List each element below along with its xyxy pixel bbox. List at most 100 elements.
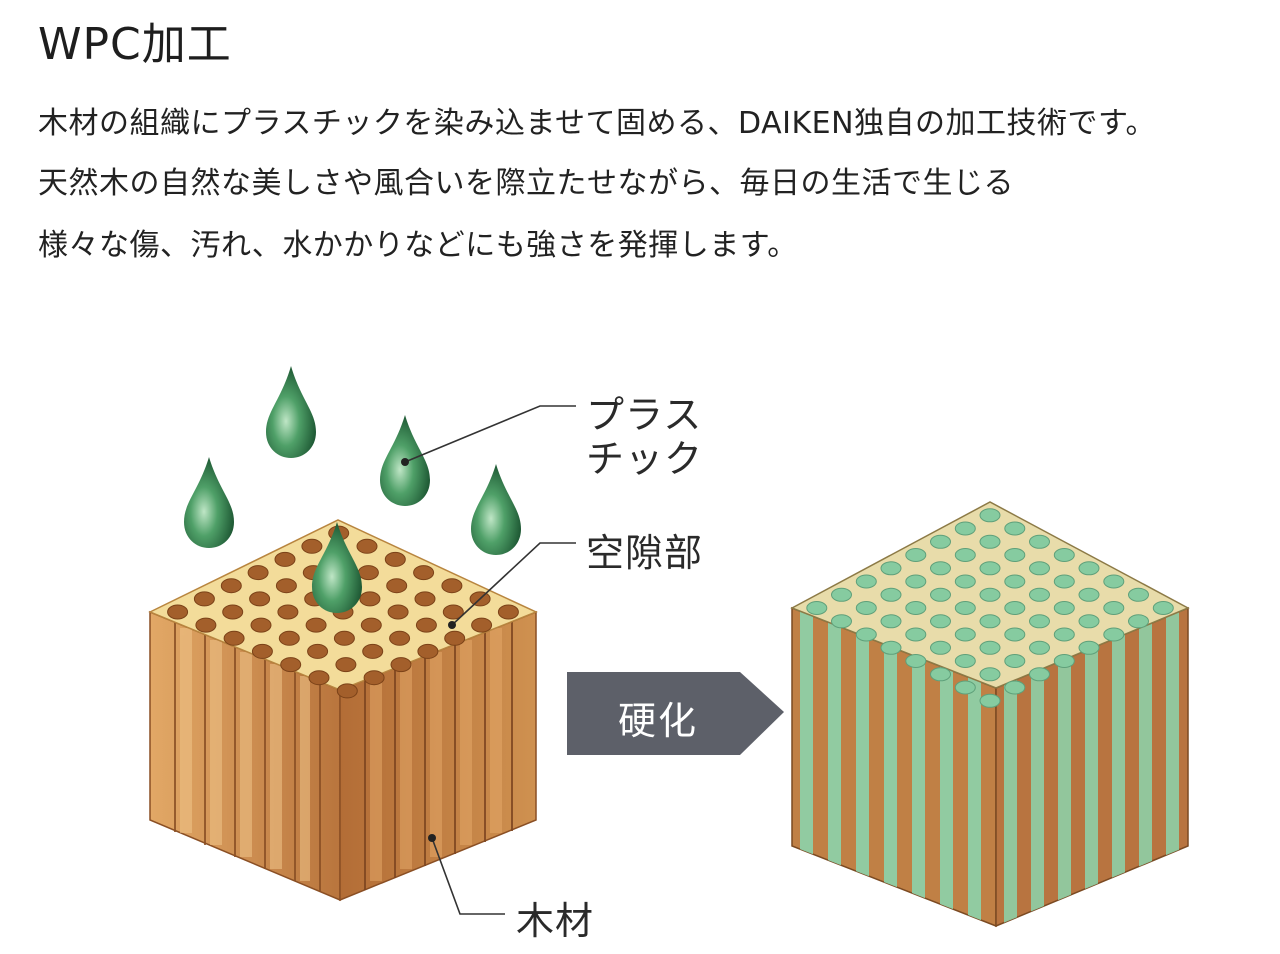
plastic-stripe [1139,623,1152,867]
void-hole [360,617,382,633]
plastic-dot [1004,548,1026,562]
plastic-dot [905,548,927,562]
plastic-dot [979,640,1001,655]
void-hole [301,538,323,554]
plastic-label-line2: チック [586,437,704,481]
plastic-dot [1004,574,1026,589]
void-hole [167,604,189,620]
plastic-stripe [828,622,841,866]
plastic-dot [979,614,1001,629]
void-hole [414,591,436,607]
plastic-dot [930,561,951,576]
plastic-dot [979,587,1001,602]
plastic-stripe [1166,611,1179,856]
wpc-block [790,501,1190,928]
void-hole [277,604,299,620]
void-hole [359,591,381,607]
wood-leader-line [431,837,505,915]
plastic-stripe [1058,656,1071,901]
plastic-stripe [884,644,897,888]
plastic-stripe [1031,668,1044,912]
plastic-dot [880,587,902,602]
wood-label: 木材 [516,899,595,943]
void-hole [195,617,217,633]
plastic-dot [1029,667,1050,682]
plastic-dot [930,534,951,549]
void-hole [362,643,384,659]
description-line-2: 天然木の自然な美しさや風合いを際立たせながら、毎日の生活で生じる [38,166,1014,201]
plastic-stripe [968,677,981,921]
void-hole [413,565,435,581]
plastic-dot [1103,627,1125,642]
plastic-dot [905,654,927,668]
plastic-dot [1053,654,1075,668]
plastic-dot [954,548,976,562]
plastic-dot [1004,654,1026,668]
plastic-label-line1: プラス [586,393,703,437]
plastic-dot [1004,521,1026,536]
plastic-dot [1053,627,1075,642]
plastic-dot [1029,640,1050,655]
void-hole [356,538,378,554]
void-hole [390,657,412,673]
plastic-dot [1078,587,1100,602]
plastic-leader-line [404,405,576,463]
plastic-stripe [1085,645,1098,889]
plastic-dot [979,667,1001,682]
void-hole [247,565,269,581]
plastic-dot [930,587,951,602]
plastic-dot [979,534,1001,549]
plastic-dot [1004,601,1026,615]
plastic-dot [979,693,1001,708]
plastic-dot [954,680,976,695]
plastic-dot [1078,640,1100,655]
plastic-dot [905,574,927,589]
plastic-stripe [940,666,953,910]
void-hole [415,617,437,633]
plastic-dot [954,601,976,615]
plastic-stripe [1112,634,1125,878]
plastic-dot [1029,614,1050,629]
plastic-dot [930,614,951,629]
plastic-dot [855,574,877,589]
plastic-dot [1128,587,1149,602]
plastic-dot [1004,680,1026,695]
description-line-3: 様々な傷、汚れ、水かかりなどにも強さを発揮します。 [38,228,798,263]
plastic-dot [954,654,976,668]
void-hole [251,643,273,659]
plastic-stripe [856,633,869,877]
void-hole [250,617,272,633]
void-hole [308,670,330,686]
plastic-dot [1078,614,1100,629]
void-hole [307,643,329,659]
plastic-dot [1152,601,1174,615]
plastic-dot [1128,614,1149,629]
void-hole [497,604,519,620]
void-leader-line [451,542,576,626]
void-hole [223,630,245,646]
plastic-dot [831,587,852,602]
plastic-stripe [1004,679,1017,923]
plastic-drops [184,366,521,613]
plastic-dot [930,640,951,655]
void-hole [336,683,358,699]
plastic-dot [954,521,976,536]
plastic-dot [1004,627,1026,642]
plastic-dot [1029,534,1050,549]
plastic-dot [905,627,927,642]
void-hole [386,578,408,594]
void-hole [441,578,463,594]
plastic-dot [1103,574,1125,589]
plastic-dot [1053,601,1075,615]
plastic-dot [1029,587,1050,602]
page-title: WPC加工 [38,19,232,70]
plastic-dot [954,574,976,589]
plastic-dot [1053,574,1075,589]
plastic-dot [1029,561,1050,576]
plastic-dot [979,508,1001,523]
plastic-dot [806,601,828,615]
void-hole [333,630,355,646]
void-hole [220,578,242,594]
plastic-dot [880,614,902,629]
